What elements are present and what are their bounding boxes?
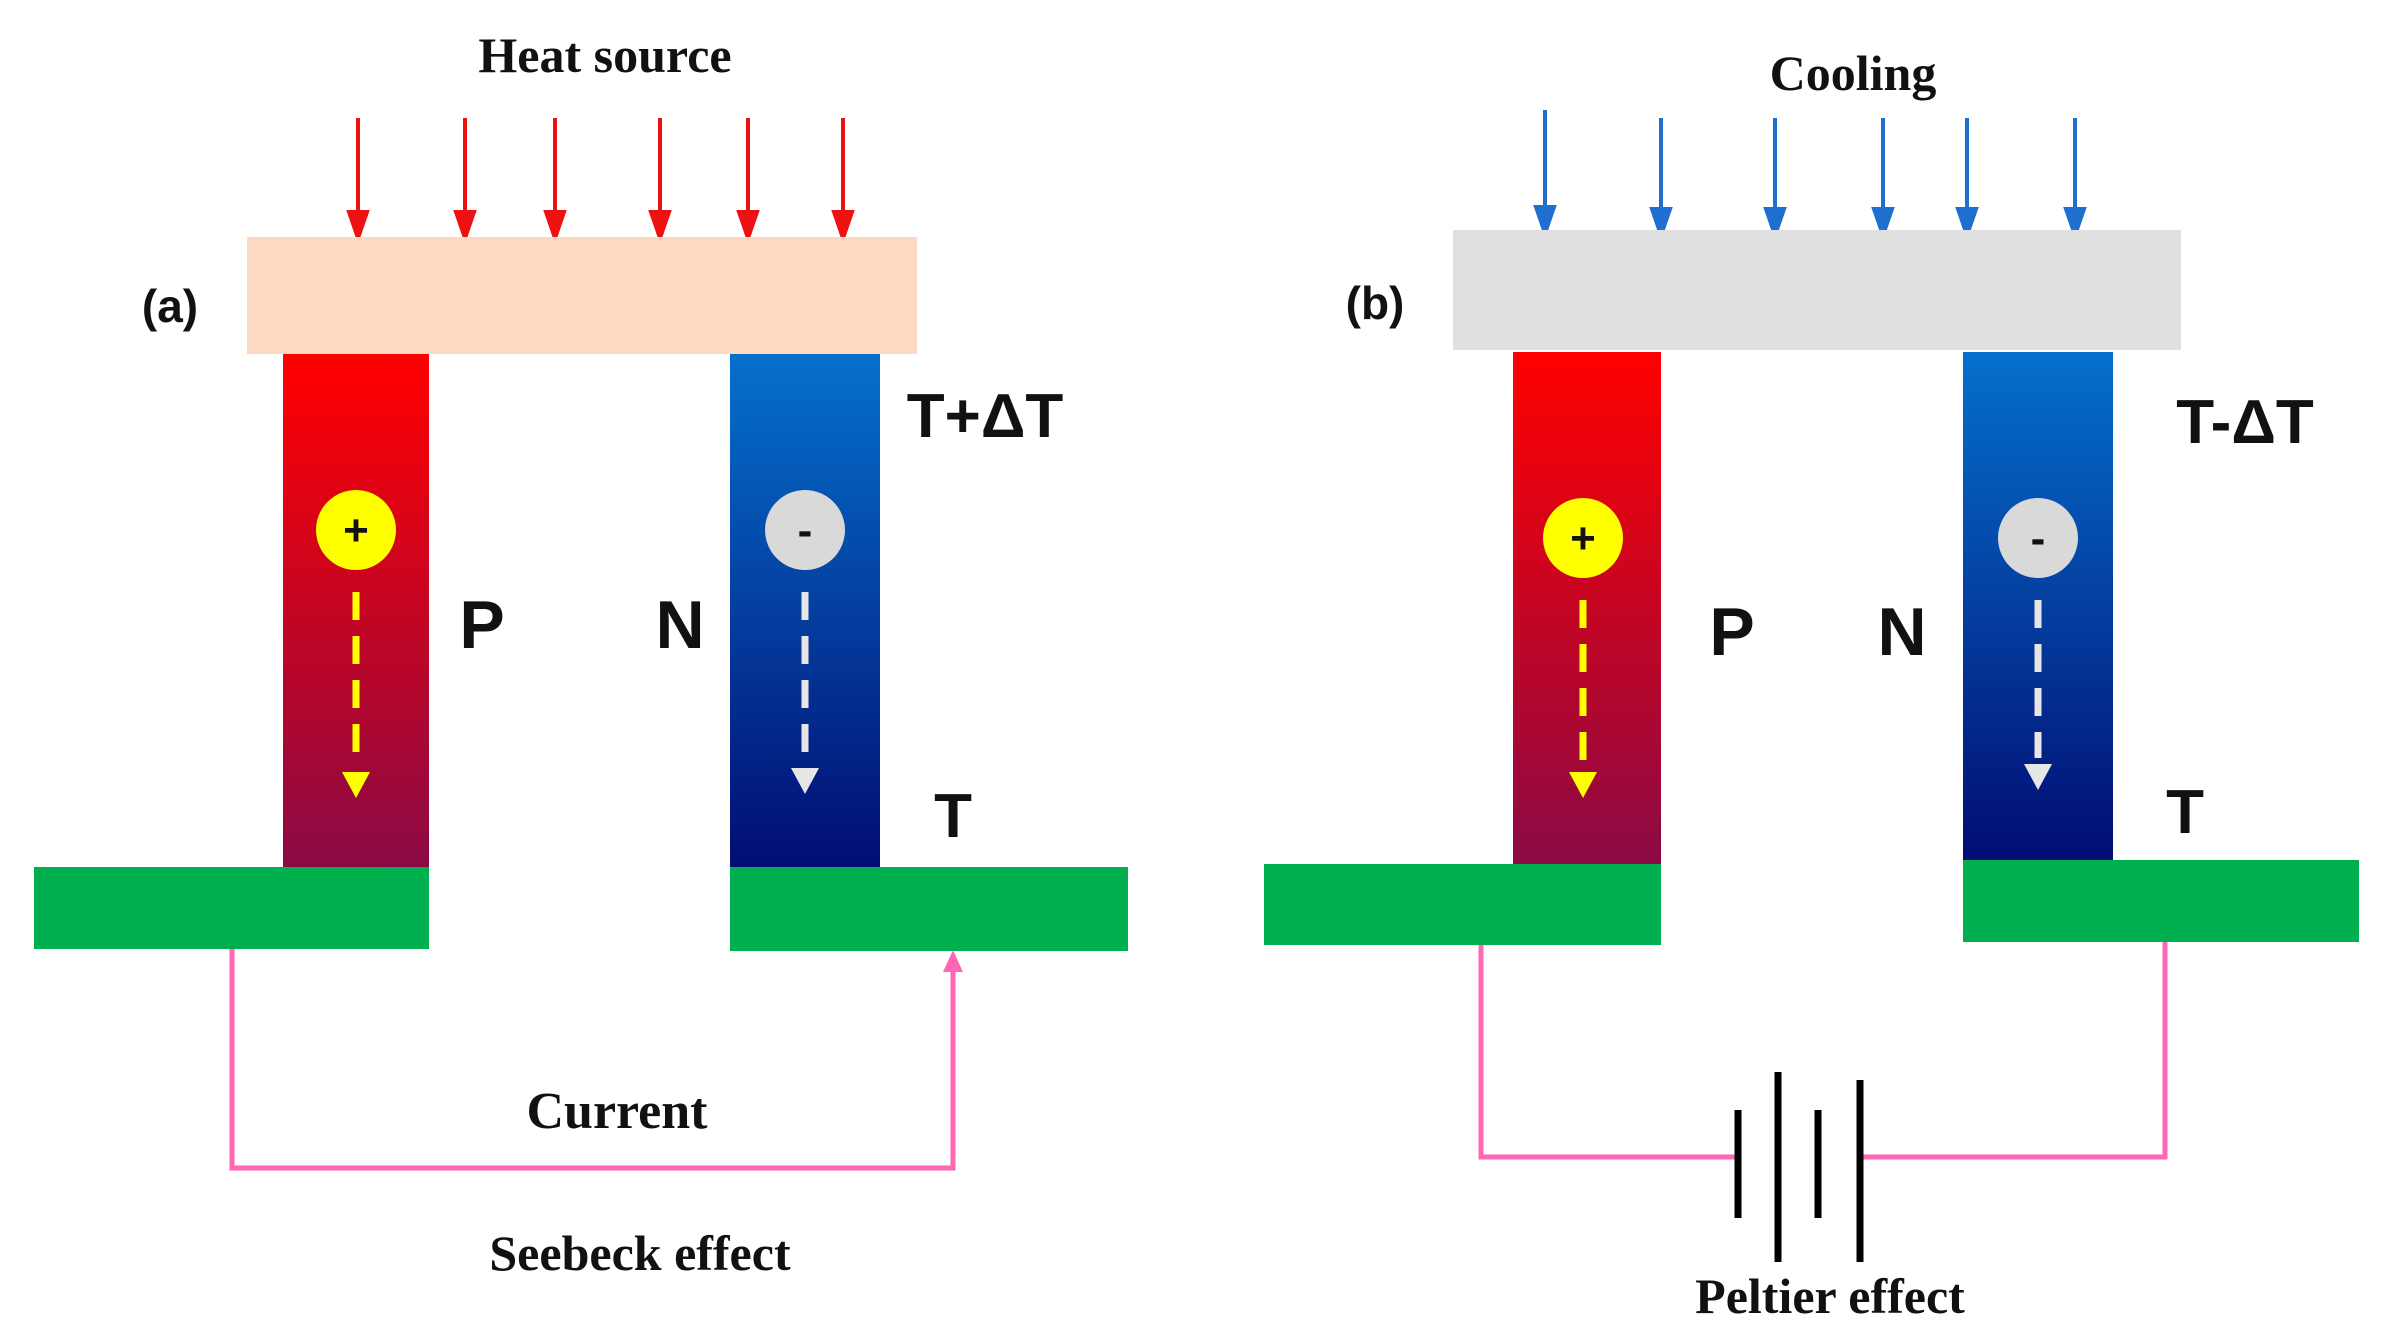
hot-temperature-label: T+ΔT — [907, 382, 1064, 451]
electron-flow-arrowhead-icon — [2024, 764, 2052, 790]
right-wire — [1862, 942, 2168, 1160]
heat-source-plate — [247, 237, 917, 354]
cooling-label: Cooling — [1770, 45, 1937, 101]
reference-temperature-label: T — [2166, 778, 2204, 847]
cooling-plate — [1453, 230, 2181, 350]
cooling-arrow-icon — [1533, 110, 1557, 240]
panel-b-peltier: (b) Cooling + P - N T-ΔT T — [1264, 45, 2359, 1324]
seebeck-effect-label: Seebeck effect — [489, 1225, 791, 1281]
heat-arrow-icon — [648, 118, 672, 245]
electron-flow-arrowhead-icon — [791, 768, 819, 794]
cooling-arrow-icon — [1871, 118, 1895, 242]
n-label: N — [1877, 594, 1926, 670]
hole-flow-arrowhead-icon — [342, 772, 370, 798]
right-electrode — [730, 867, 1128, 951]
hole-carrier-icon — [316, 490, 396, 570]
peltier-effect-label: Peltier effect — [1695, 1268, 1965, 1324]
panel-a-seebeck: (a) Heat source + P - N T+ΔT T — [34, 27, 1128, 1281]
cooling-arrow-icon — [1763, 118, 1787, 242]
battery-icon — [1734, 1072, 1864, 1262]
heat-source-label: Heat source — [478, 27, 731, 83]
current-arrowhead-icon — [943, 950, 963, 972]
electron-carrier-icon — [1998, 498, 2078, 578]
panel-a-label: (a) — [142, 280, 198, 332]
left-electrode — [34, 867, 429, 949]
right-electrode — [1963, 860, 2359, 942]
hole-symbol: + — [1570, 514, 1596, 563]
electron-symbol: - — [798, 506, 813, 555]
heat-arrow-icon — [736, 118, 760, 245]
heat-arrows — [346, 118, 855, 245]
heat-arrow-icon — [346, 118, 370, 245]
cooling-arrows — [1533, 110, 2087, 242]
electron-symbol: - — [2031, 514, 2046, 563]
p-label: P — [459, 587, 504, 663]
electron-carrier-icon — [765, 490, 845, 570]
current-wire — [229, 949, 956, 1171]
cold-temperature-label: T — [934, 782, 972, 851]
hole-symbol: + — [343, 506, 369, 555]
heat-arrow-icon — [831, 118, 855, 245]
cooling-arrow-icon — [1649, 118, 1673, 242]
hole-flow-arrowhead-icon — [1569, 772, 1597, 798]
cooling-arrow-icon — [2063, 118, 2087, 242]
left-electrode — [1264, 864, 1661, 945]
n-label: N — [655, 587, 704, 663]
current-label: Current — [526, 1083, 708, 1140]
panel-b-label: (b) — [1346, 277, 1405, 329]
cooling-arrow-icon — [1955, 118, 1979, 242]
heat-arrow-icon — [453, 118, 477, 245]
heat-arrow-icon — [543, 118, 567, 245]
hole-carrier-icon — [1543, 498, 1623, 578]
left-wire — [1478, 945, 1735, 1160]
p-label: P — [1709, 594, 1754, 670]
cold-temperature-label: T-ΔT — [2176, 388, 2314, 457]
